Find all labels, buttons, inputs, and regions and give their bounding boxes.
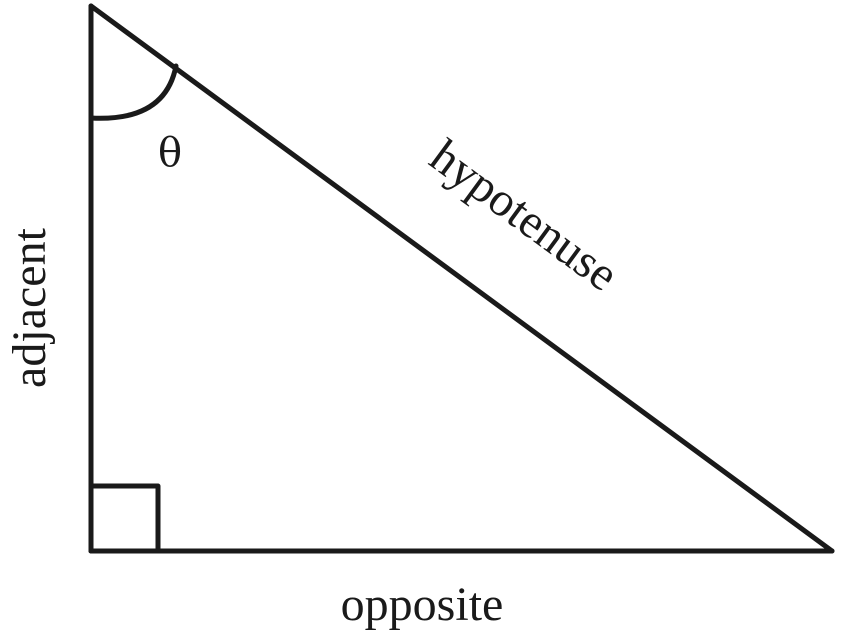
- right-angle-marker: [88, 483, 161, 554]
- angle-arc: [88, 63, 179, 121]
- angle-label: θ: [158, 130, 182, 176]
- adjacent-label: adjacent: [3, 227, 56, 388]
- hypotenuse-side: [88, 3, 835, 554]
- opposite-label: opposite: [341, 578, 504, 631]
- hypotenuse-label: hypotenuse: [420, 129, 628, 301]
